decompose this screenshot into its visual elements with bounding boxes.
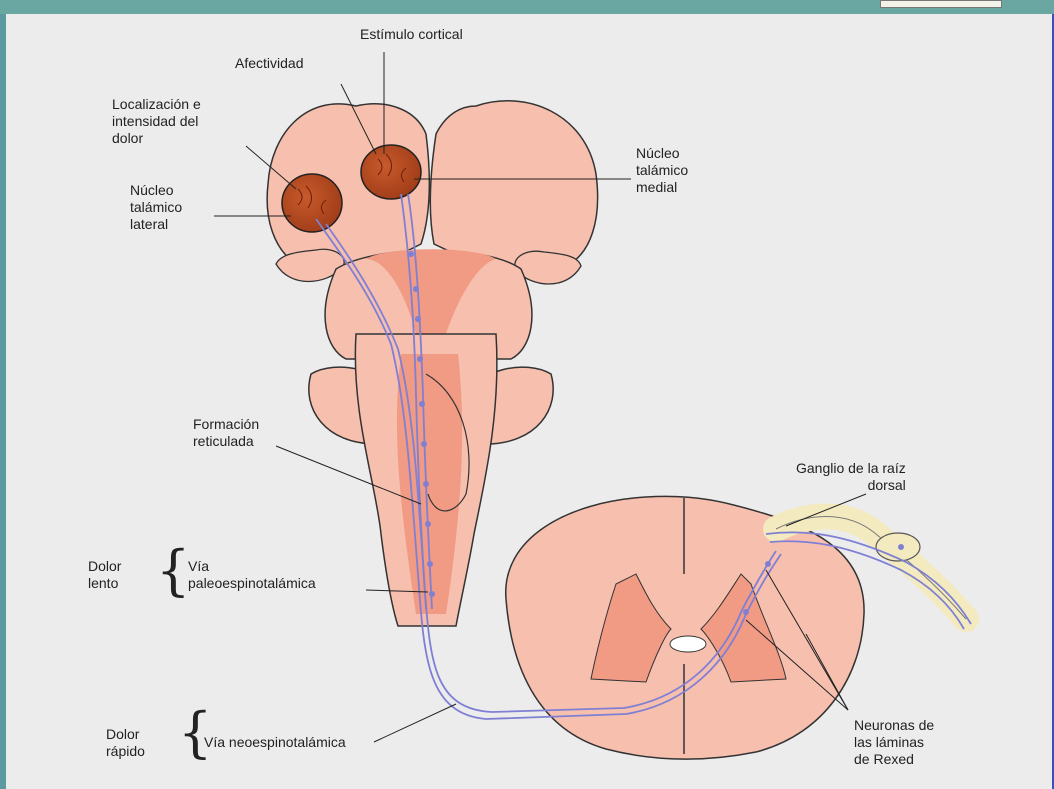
diagram-panel: Estímulo cortical Afectividad Localizaci… [6,14,1052,789]
label-neuronas-rexed: Neuronas de las láminas de Rexed [854,717,934,768]
label-dolor-rapido: Dolor rápido [106,726,145,760]
brace-dolor-lento: { [156,544,190,598]
nucleo-lateral-shape [282,174,342,232]
nucleo-medial-shape [361,145,421,199]
spinal-cord-section [506,496,864,759]
label-estimulo-cortical: Estímulo cortical [360,26,463,43]
label-nucleo-medial: Núcleo talámico medial [636,145,688,196]
label-ganglio: Ganglio de la raíz dorsal [796,460,906,494]
label-afectividad: Afectividad [235,55,303,72]
label-formacion-reticulada: Formación reticulada [193,416,259,450]
label-via-paleo: Vía paleoespinotalámica [188,558,316,592]
right-hemisphere [430,101,597,272]
label-localizacion: Localización e intensidad del dolor [112,96,201,147]
logo-box [880,0,1002,8]
brace-dolor-rapido: { [178,706,212,760]
label-nucleo-lateral: Núcleo talámico lateral [130,182,182,233]
label-dolor-lento: Dolor lento [88,558,121,592]
label-via-neo: Vía neoespinotalámica [204,734,346,751]
